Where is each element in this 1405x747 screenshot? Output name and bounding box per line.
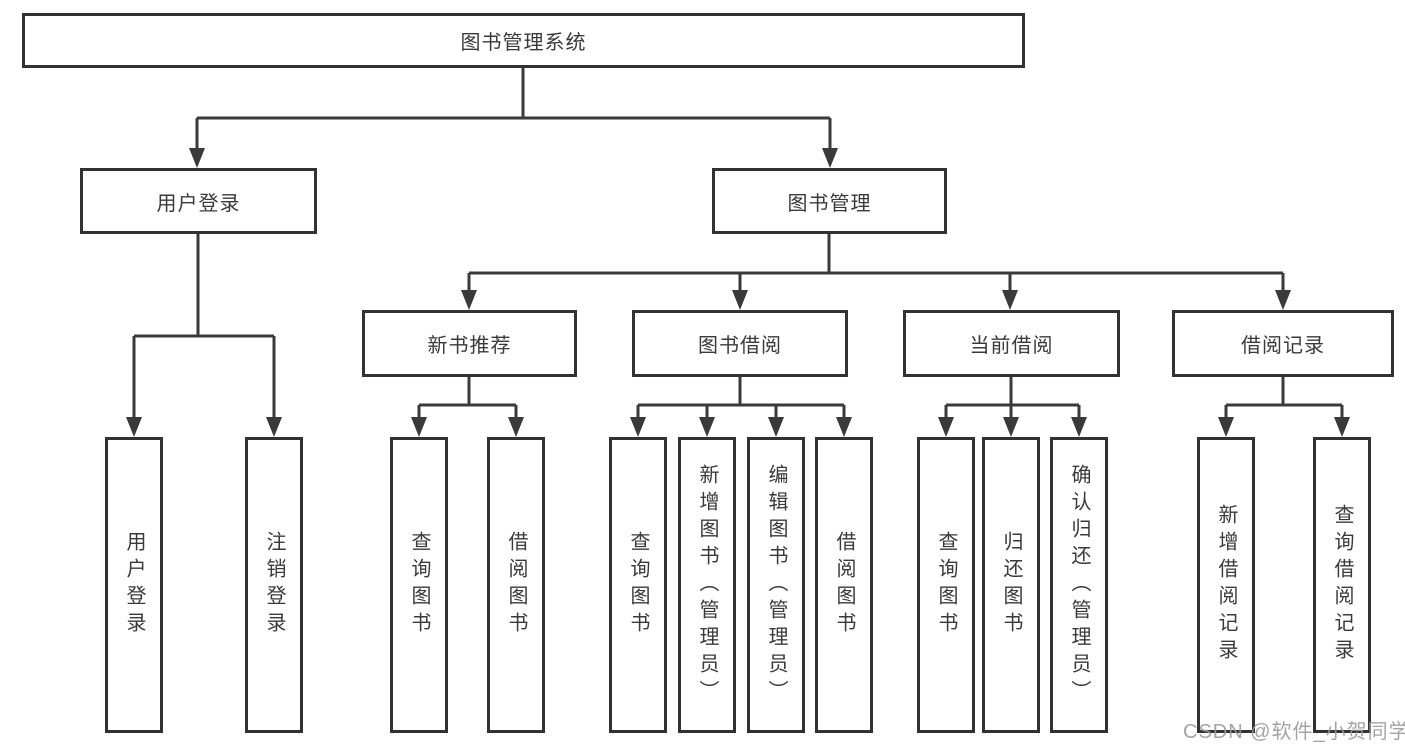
leaf-query-borrow-record: 查询借阅记录 bbox=[1313, 437, 1371, 733]
leaf-return-book: 归还图书 bbox=[982, 437, 1040, 733]
node-label: 新增借阅记录 bbox=[1215, 504, 1237, 666]
node-label: 图书管理 bbox=[787, 192, 872, 215]
node-label: 查询图书 bbox=[627, 531, 649, 639]
leaf-borrow-books-borrow: 借阅图书 bbox=[815, 437, 873, 733]
node-label: 借阅记录 bbox=[1241, 335, 1325, 357]
leaf-edit-book-admin: 编辑图书（管理员） bbox=[747, 437, 805, 733]
node-label: 借阅图书 bbox=[505, 531, 527, 639]
node-label: 用户登录 bbox=[123, 531, 145, 639]
node-label: 归还图书 bbox=[1000, 531, 1022, 639]
node-label: 查询借阅记录 bbox=[1331, 504, 1353, 666]
node-book-management: 图书管理 bbox=[712, 168, 947, 234]
node-label: 查询图书 bbox=[935, 531, 957, 639]
leaf-user-login: 用户登录 bbox=[105, 437, 163, 733]
node-book-borrow: 图书借阅 bbox=[632, 310, 848, 377]
node-label: 编辑图书（管理员） bbox=[765, 463, 787, 707]
leaf-query-books-current: 查询图书 bbox=[917, 437, 975, 733]
leaf-query-books-recommend: 查询图书 bbox=[390, 437, 448, 733]
node-label: 查询图书 bbox=[408, 531, 430, 639]
node-borrow-records: 借阅记录 bbox=[1172, 310, 1394, 377]
node-label: 当前借阅 bbox=[969, 335, 1054, 357]
node-label: 图书借阅 bbox=[698, 335, 782, 357]
node-label: 新增图书（管理员） bbox=[696, 463, 718, 707]
node-label: 用户登录 bbox=[156, 192, 241, 215]
leaf-borrow-books-recommend: 借阅图书 bbox=[487, 437, 545, 733]
leaf-confirm-return-admin: 确认归还（管理员） bbox=[1050, 437, 1108, 733]
node-label: 图书管理系统 bbox=[460, 32, 587, 54]
leaf-add-book-admin: 新增图书（管理员） bbox=[678, 437, 736, 733]
leaf-add-borrow-record: 新增借阅记录 bbox=[1197, 437, 1255, 733]
node-label: 新书推荐 bbox=[427, 335, 512, 357]
node-user-login: 用户登录 bbox=[80, 168, 317, 234]
node-current-borrow: 当前借阅 bbox=[903, 310, 1120, 377]
leaf-query-books-borrow: 查询图书 bbox=[609, 437, 667, 733]
node-label: 注销登录 bbox=[263, 531, 285, 639]
node-root-library-management-system: 图书管理系统 bbox=[22, 13, 1025, 68]
node-label: 确认归还（管理员） bbox=[1068, 463, 1090, 707]
leaf-logout: 注销登录 bbox=[245, 437, 303, 733]
csdn-watermark: CSDN @软件_小贺同学 bbox=[1183, 721, 1405, 743]
node-label: 借阅图书 bbox=[833, 531, 855, 639]
node-new-book-recommend: 新书推荐 bbox=[362, 310, 577, 377]
